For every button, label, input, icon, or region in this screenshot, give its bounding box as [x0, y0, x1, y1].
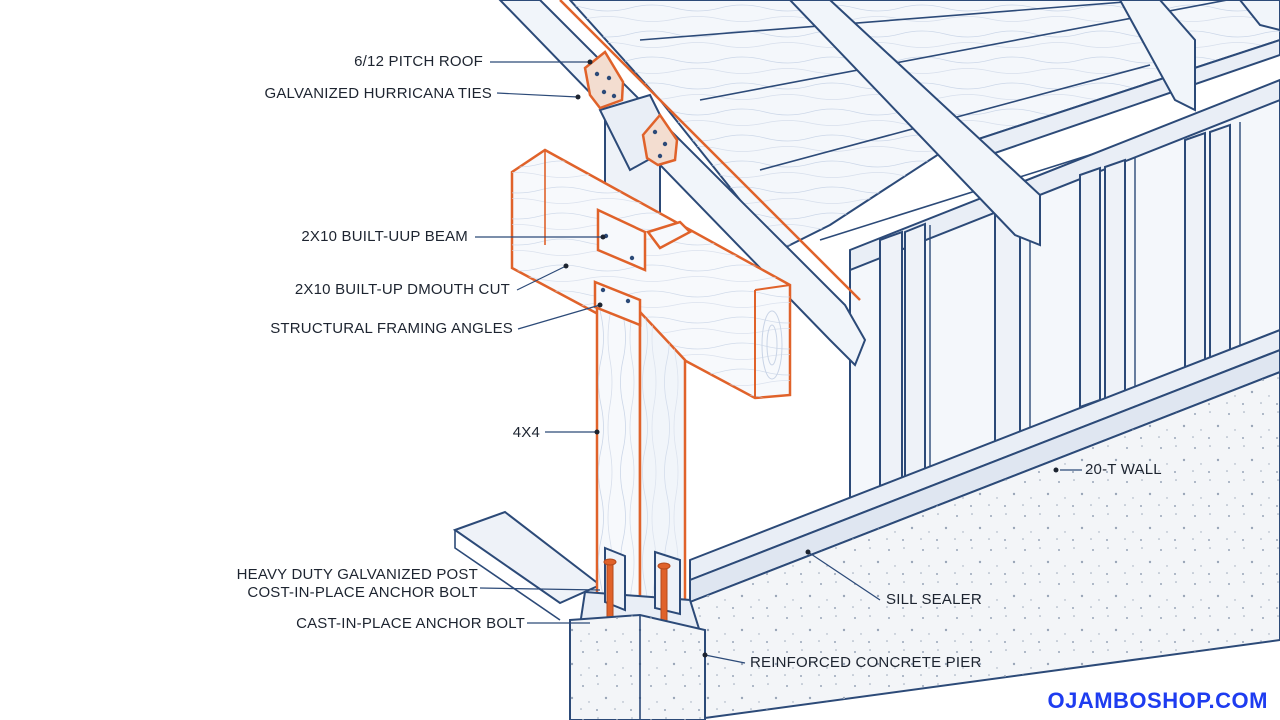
label-post-base-line2: COST-IN-PLACE ANCHOR BOLT [247, 584, 478, 601]
built-up-beam [510, 148, 792, 400]
leader-dots [563, 59, 1059, 658]
wall-frame [689, 78, 1280, 582]
label-anchor-bolt: CAST-IN-PLACE ANCHOR BOLT [296, 615, 525, 632]
foundation-strip [689, 348, 1280, 720]
label-sill-sealer: SILL SEALER [886, 591, 982, 608]
label-hurricane-ties: GALVANIZED HURRICANA TIES [264, 85, 492, 102]
label-wall: 20-T WALL [1085, 461, 1162, 478]
concrete-pier [569, 613, 706, 720]
label-pitch-roof: 6/12 PITCH ROOF [354, 53, 483, 70]
leader-lines [475, 61, 1082, 664]
label-post-base: HEAVY DUTY GALVANIZED POST COST-IN-PLACE… [237, 566, 478, 602]
framing-angles [593, 208, 693, 327]
watermark: OJAMBOSHOP.COM [1047, 688, 1268, 713]
label-framing-angles: STRUCTURAL FRAMING ANGLES [270, 320, 513, 337]
label-built-up-beam: 2X10 BUILT-UUP BEAM [301, 228, 468, 245]
label-post-base-line1: HEAVY DUTY GALVANIZED POST [236, 566, 478, 583]
label-concrete-pier: REINFORCED CONCRETE PIER [750, 654, 982, 671]
label-post: 4X4 [512, 424, 540, 441]
label-mouth-cut: 2X10 BUILT-UP DMOUTH CUT [294, 281, 510, 298]
